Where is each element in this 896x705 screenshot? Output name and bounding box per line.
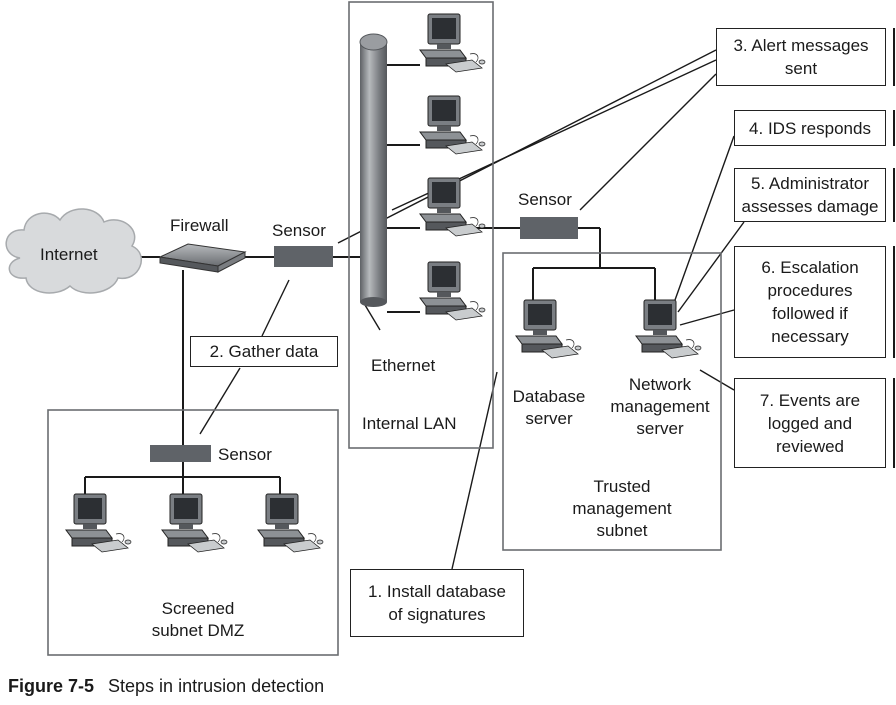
- dmz-label: Screened subnet DMZ: [151, 599, 245, 640]
- step-1-box: 1. Install database of signatures: [350, 569, 524, 637]
- sensor-label-right: Sensor: [518, 190, 572, 209]
- computer-icon-dmz-1: [65, 493, 132, 553]
- figure-caption: Figure 7-5 Steps in intrusion detection: [8, 676, 324, 697]
- database-server-icon: [515, 299, 582, 359]
- figure-title: Steps in intrusion detection: [108, 676, 325, 696]
- sensor-label-dmz: Sensor: [218, 445, 272, 464]
- computer-icon-dmz-3: [257, 493, 324, 553]
- firewall-label: Firewall: [170, 216, 229, 235]
- step-5-box: 5. Administrator assesses damage: [734, 168, 886, 222]
- computer-icon-lan-3: [419, 177, 486, 237]
- cloud-icon: [5, 208, 143, 294]
- internal-lan-label: Internal LAN: [362, 414, 457, 433]
- step-3-box: 3. Alert messages sent: [716, 28, 886, 86]
- sensor-device-right: [520, 217, 578, 239]
- step-7-box: 7. Events are logged and reviewed: [734, 378, 886, 468]
- trusted-subnet-label: Trusted management subnet: [572, 477, 672, 540]
- step-2-box: 2. Gather data: [190, 336, 338, 367]
- computer-icon-lan-4: [419, 261, 486, 321]
- step-4-box: 4. IDS responds: [734, 110, 886, 146]
- ethernet-label: Ethernet: [371, 356, 436, 375]
- trusted-subnet-box: [502, 252, 722, 551]
- internet-label: Internet: [40, 245, 98, 264]
- computer-icon-lan-1: [419, 13, 486, 73]
- computer-icon-dmz-2: [161, 493, 228, 553]
- step-6-box: 6. Escalation procedures followed if nec…: [734, 246, 886, 358]
- firewall-device-icon: [158, 243, 247, 273]
- database-server-label: Database server: [512, 387, 586, 428]
- sensor-device-left: [274, 246, 333, 267]
- dmz-box: [47, 409, 339, 656]
- computer-icon-lan-2: [419, 95, 486, 155]
- sensor-label-left: Sensor: [272, 221, 326, 240]
- network-management-server-icon: [635, 299, 702, 359]
- network-management-server-label: Network management server: [610, 375, 710, 438]
- internal-lan-box: [348, 1, 494, 449]
- sensor-device-dmz: [150, 445, 211, 462]
- ethernet-backbone-icon: [359, 33, 388, 307]
- figure-number: Figure 7-5: [8, 676, 95, 696]
